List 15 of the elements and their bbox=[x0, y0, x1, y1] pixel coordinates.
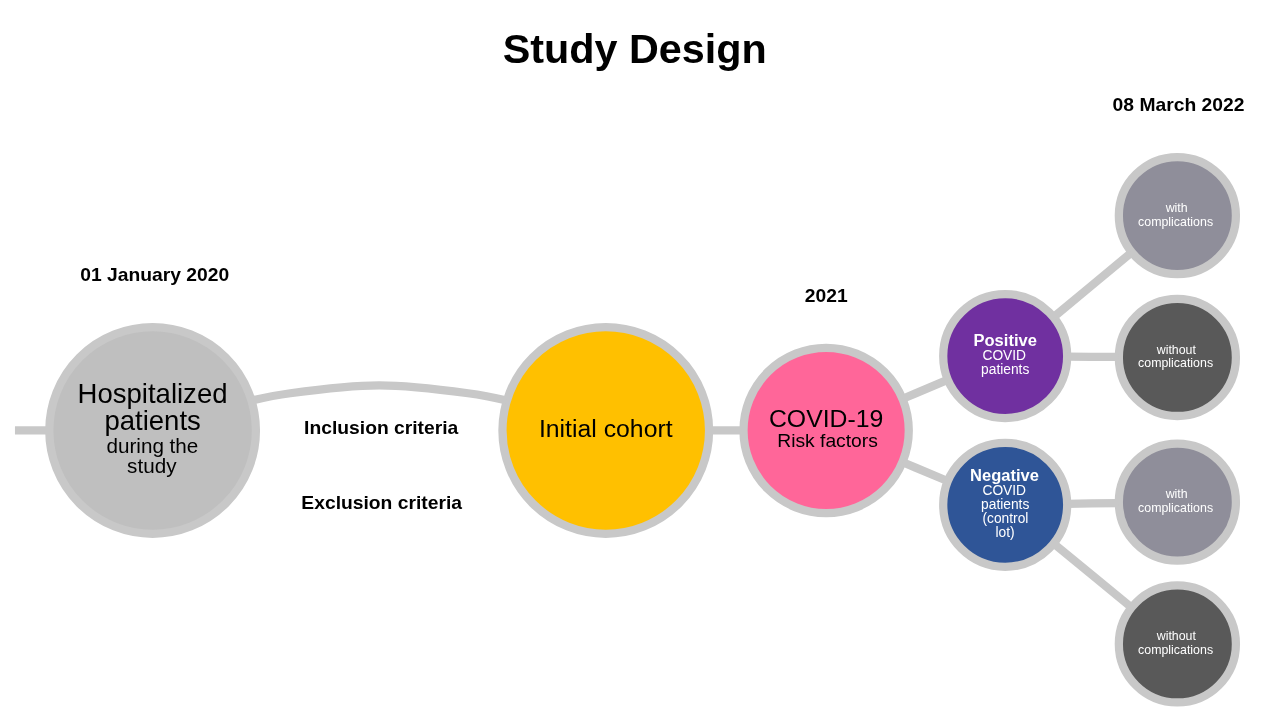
node-circle: Hospitalized patients during the study bbox=[45, 322, 261, 538]
node-circle: Initial cohort bbox=[498, 322, 714, 538]
label: 01 January 2020 bbox=[80, 263, 230, 285]
node-circle: with complications bbox=[1114, 438, 1241, 565]
label: 2021 bbox=[804, 284, 848, 306]
label: Inclusion criteria bbox=[304, 416, 459, 438]
node-circle: with complications bbox=[1114, 152, 1241, 278]
node-circle: Positive COVID patients bbox=[939, 289, 1072, 422]
node-circle: without complications bbox=[1114, 580, 1241, 707]
label: Exclusion criteria bbox=[301, 491, 462, 513]
label: 08 March 2022 bbox=[1112, 92, 1245, 114]
node-circle: without complications bbox=[1114, 294, 1241, 420]
node-circle: COVID-19 Risk factors bbox=[739, 343, 913, 517]
diagram-title: Study Design bbox=[502, 25, 767, 72]
node-circle: Negative COVID patients (control lot) bbox=[939, 438, 1072, 571]
